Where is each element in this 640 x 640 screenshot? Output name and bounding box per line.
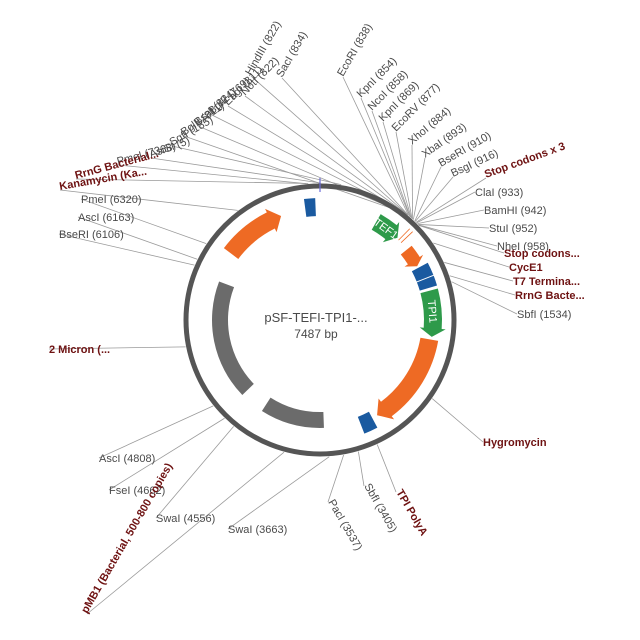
site-leader-line — [411, 144, 413, 220]
site-leader-line — [281, 77, 409, 216]
site-leader-line — [80, 198, 207, 244]
site-leader-line — [342, 76, 409, 216]
feature-leader-line — [415, 177, 487, 223]
feature-leader-line — [431, 398, 484, 443]
site-label: SacI (834) — [274, 30, 310, 80]
feature-pmb1 — [261, 397, 324, 428]
feature-leader-line — [449, 275, 516, 296]
feature-2-micron — [212, 281, 254, 396]
feature-label-rrng-bacte: RrnG Bacte... — [515, 290, 585, 302]
feature-leader-line — [48, 346, 186, 350]
site-leader-line — [171, 145, 342, 186]
site-label: SwaI (3663) — [228, 524, 287, 536]
feature-label-cyce1: CycE1 — [509, 262, 543, 274]
feature-leader-line — [75, 178, 309, 184]
plasmid-name: pSF-TEFI-TPI1-... — [264, 310, 367, 325]
site-leader-line — [418, 224, 490, 229]
site-leader-line — [417, 209, 485, 225]
site-label: StuI (952) — [489, 223, 537, 235]
site-leader-line — [412, 157, 426, 220]
feature-label-t7-terminator: T7 Termina... — [513, 276, 580, 288]
feature-leader-line — [419, 225, 505, 254]
feature-leader-line — [433, 242, 510, 268]
site-leader-line — [183, 135, 407, 214]
feature-label-stop-codons: Stop codons... — [504, 248, 580, 260]
site-leader-line — [108, 417, 225, 491]
site-label: AscI (6163) — [78, 212, 134, 224]
feature-hygromycin — [377, 337, 439, 420]
site-label: SwaI (4556) — [156, 513, 215, 525]
feature-cyce1 — [400, 245, 424, 267]
site-leader-line — [418, 224, 498, 247]
feature-tef1 — [371, 214, 400, 243]
site-leader-line — [58, 233, 195, 266]
site-label: PacI (3537) — [325, 498, 364, 553]
site-label: BamHI (942) — [484, 205, 546, 217]
feature-stop-codons-x3 — [398, 228, 411, 241]
site-leader-line — [98, 405, 214, 459]
feature-rrng-bacte — [416, 275, 438, 291]
feature-leader-line — [86, 451, 285, 615]
site-label: EcoRI (838) — [335, 22, 375, 79]
site-leader-line — [117, 164, 307, 185]
feature-kanamycin — [223, 208, 282, 259]
site-leader-line — [371, 110, 411, 218]
site-label: SbfI (3405) — [361, 482, 399, 535]
feature-tpi1 — [419, 288, 446, 337]
site-leader-line — [382, 121, 412, 218]
site-leader-line — [227, 456, 330, 530]
feature-rrng-bacterial — [303, 198, 316, 217]
site-label: ClaI (933) — [475, 187, 523, 199]
site-label: PmeI (6320) — [81, 194, 142, 206]
feature-label-stop-codons-x3: Stop codons x 3 — [483, 140, 567, 180]
site-label: FseI (4662) — [109, 485, 165, 497]
site-leader-line — [155, 426, 234, 519]
site-leader-line — [77, 216, 198, 260]
site-leader-line — [358, 451, 365, 487]
site-labels: HindIII (822) SacI (834) EcoRI (838) Not… — [59, 19, 571, 553]
feature-t7-terminator — [411, 262, 434, 282]
feature-leader-line — [444, 262, 514, 282]
site-leader-line — [227, 105, 407, 214]
site-leader-line — [416, 191, 476, 224]
plasmid-size: 7487 bp — [294, 327, 338, 341]
site-leader-line — [395, 131, 413, 219]
feature-tpi-polya — [357, 411, 378, 434]
site-leader-line — [150, 157, 321, 184]
site-leader-line — [327, 454, 345, 503]
site-leader-line — [451, 281, 518, 315]
site-leader-line — [414, 166, 442, 222]
feature-stop-codons — [400, 231, 413, 243]
site-label: AscI (4808) — [99, 453, 155, 465]
site-label: NheI (958) — [497, 241, 549, 253]
feature-label-2-micron: 2 Micron (... — [49, 344, 110, 356]
site-leader-line — [244, 95, 408, 215]
site-leader-line — [197, 125, 408, 215]
feature-leader-line — [376, 444, 397, 493]
feature-leader-line — [59, 189, 238, 211]
site-label: SbfI (1534) — [517, 309, 571, 321]
site-label: BseRI (6106) — [59, 229, 124, 241]
feature-inline-label: TPI1 — [425, 299, 439, 323]
site-leader-line — [414, 176, 454, 222]
site-leader-line — [250, 75, 408, 215]
feature-label-tpi-polya: TPI PolyA — [393, 488, 429, 539]
site-leader-line — [360, 97, 411, 217]
feature-label-hygromycin: Hygromycin — [483, 437, 547, 449]
